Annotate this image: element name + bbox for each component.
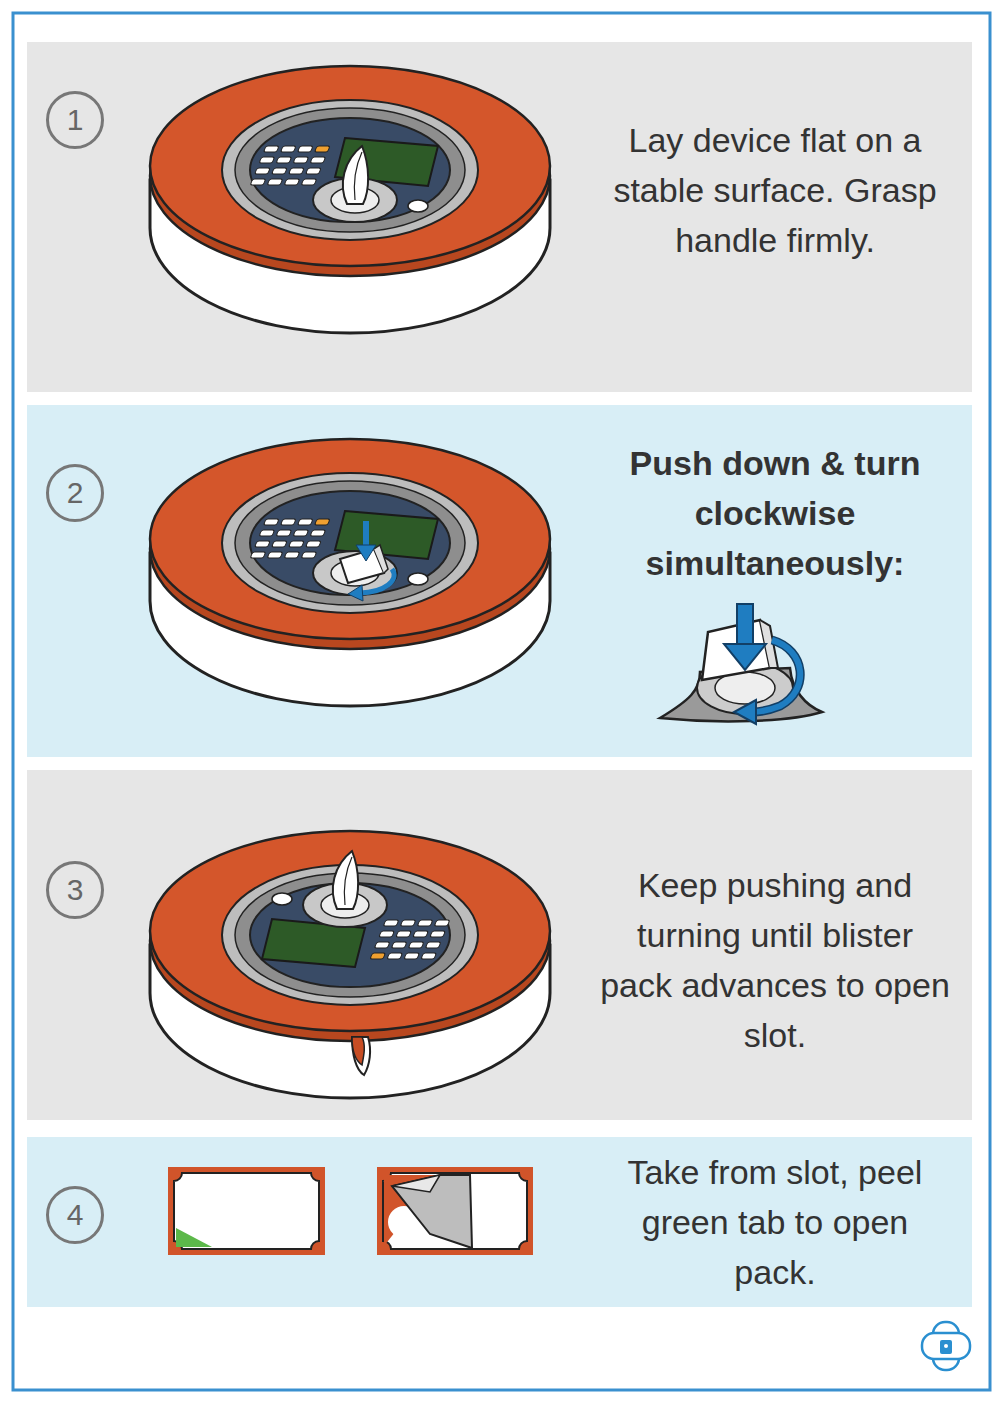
device-step-two-part xyxy=(360,569,394,593)
device-step-three-part xyxy=(150,831,550,1098)
device-step-one-part xyxy=(250,138,438,222)
instruction-holder: Lay device flat on a stable surface. Gra… xyxy=(589,115,961,265)
blister-pack-opened xyxy=(377,1167,533,1255)
blister-pack-closed xyxy=(168,1167,325,1255)
blister-pack-opened-part xyxy=(377,1167,533,1255)
blister-pack-closed-part xyxy=(174,1173,319,1249)
blister-pack-opened-part xyxy=(383,1173,527,1249)
step-number: 2 xyxy=(67,476,84,510)
instruction-holder: Keep pushing and turning until blister p… xyxy=(600,860,950,1060)
step-number-circle: 2 xyxy=(46,464,104,522)
device-step-three-part xyxy=(352,1037,364,1065)
panel-ground xyxy=(27,405,972,757)
step-number: 4 xyxy=(67,1198,84,1232)
brand-logo-part xyxy=(944,1344,948,1348)
step-panel: Keep pushing and turning until blister p… xyxy=(27,770,972,1120)
instruction-text: Push down & turn clockwise simultaneousl… xyxy=(620,438,930,588)
brand-logo-part xyxy=(940,1340,952,1354)
step-panel: Push down & turn clockwise simultaneousl… xyxy=(27,405,972,757)
push-turn-inset-part xyxy=(752,640,800,712)
device-step-two-part xyxy=(374,545,388,573)
push-turn-inset-part xyxy=(752,640,800,712)
device-step-one-part xyxy=(150,66,550,333)
push-turn-inset-part xyxy=(734,700,756,724)
device-step-two-part xyxy=(250,511,438,595)
step-panel: Lay device flat on a stable surface. Gra… xyxy=(27,42,972,392)
device-step-one xyxy=(150,66,550,333)
panel-ground xyxy=(27,770,972,1120)
device-step-three-part-part xyxy=(333,851,358,909)
instruction-text: Keep pushing and turning until blister p… xyxy=(600,860,950,1060)
instruction-holder: Push down & turn clockwise simultaneousl… xyxy=(620,438,930,588)
panel-ground xyxy=(27,1137,972,1307)
blister-pack-closed-part xyxy=(168,1167,325,1255)
step-number-circle: 1 xyxy=(46,91,104,149)
device-step-three-part xyxy=(352,1037,370,1075)
blister-pack-opened-part xyxy=(392,1175,440,1192)
device-step-two-part xyxy=(356,545,376,561)
device-step-two-part xyxy=(348,585,363,601)
brand-logo-part xyxy=(922,1333,970,1359)
push-turn-inset-part xyxy=(737,604,753,646)
device-step-one-part xyxy=(343,146,368,204)
blister-pack-closed-part xyxy=(176,1228,212,1247)
device-step-two xyxy=(150,439,550,706)
panel-ground xyxy=(27,42,972,392)
step-panel: Take from slot, peel green tab to open p… xyxy=(27,1137,972,1307)
push-turn-inset-part xyxy=(724,644,766,670)
card-border xyxy=(13,13,990,1390)
step-number-circle: 3 xyxy=(46,861,104,919)
step-number: 1 xyxy=(67,103,84,137)
device-step-three xyxy=(150,831,550,1098)
step-number-circle: 4 xyxy=(46,1186,104,1244)
instruction-text: Take from slot, peel green tab to open p… xyxy=(627,1147,923,1297)
device-step-two-part xyxy=(150,439,550,706)
push-turn-inset xyxy=(660,604,822,724)
blister-pack-opened-part xyxy=(392,1175,472,1248)
brand-logo xyxy=(922,1322,970,1370)
instruction-text: Lay device flat on a stable surface. Gra… xyxy=(589,115,961,265)
step-number: 3 xyxy=(67,873,84,907)
instruction-holder: Take from slot, peel green tab to open p… xyxy=(627,1147,923,1297)
device-step-three-part xyxy=(333,851,358,909)
